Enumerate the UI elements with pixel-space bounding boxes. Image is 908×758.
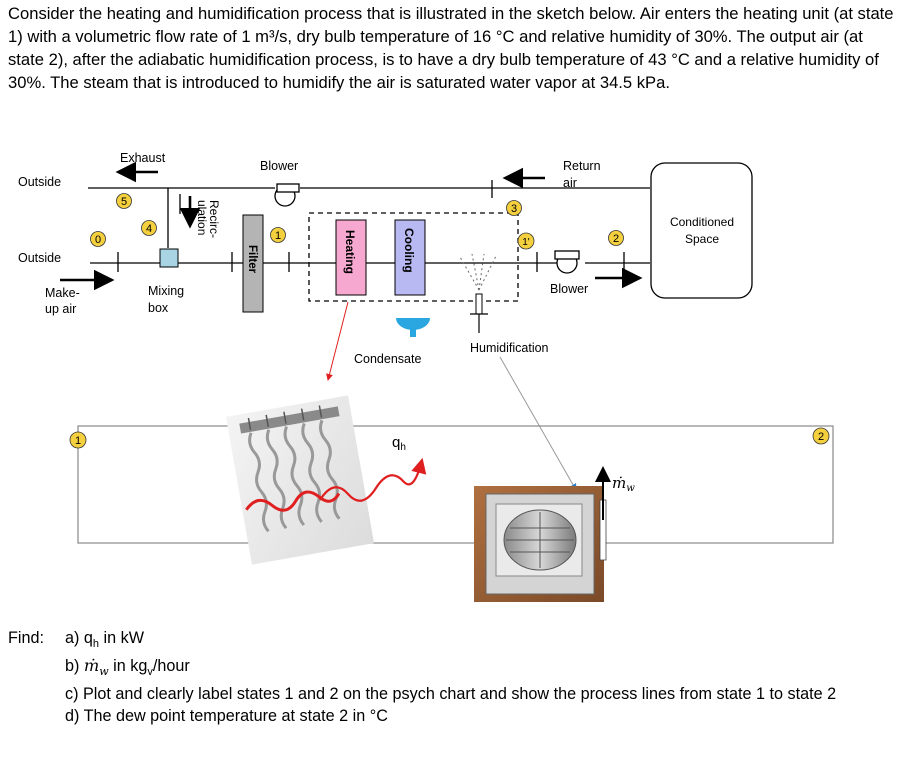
lower-state-2-marker: 2: [818, 431, 824, 443]
hvac-process-diagram: Outside Outside Exhaust Make- up air Mix…: [18, 151, 834, 602]
label-outside-top: Outside: [18, 175, 61, 189]
heating-coil: [335, 219, 367, 296]
label-blower-top: Blower: [260, 159, 298, 173]
problem-statement: Consider the heating and humidification …: [8, 4, 894, 92]
condensate-pan-icon: [396, 318, 430, 337]
blower-top-icon: [274, 183, 300, 207]
cooling-coil: [394, 219, 426, 296]
heating-element-photo: [225, 395, 375, 565]
label-return-line1: Return: [563, 159, 601, 173]
label-recirculation-line1: Recirc-: [207, 200, 221, 238]
label-qh: qh: [392, 434, 406, 453]
label-filter: Filter: [246, 245, 258, 274]
state-marker-4: 4: [146, 223, 152, 235]
label-humidification: Humidification: [470, 341, 549, 355]
label-heating: Heating: [343, 230, 357, 274]
humidifier-photo: [474, 486, 607, 602]
flow-arrows: [60, 161, 643, 291]
label-condensate: Condensate: [354, 352, 421, 366]
find-item-c: c) Plot and clearly label states 1 and 2…: [65, 685, 837, 704]
label-mw: ṁw: [612, 474, 635, 494]
label-mixing-line1: Mixing: [148, 284, 184, 298]
label-recirculation-line2: ulation: [195, 200, 209, 235]
humidifier-pointer-line: [499, 356, 577, 491]
label-conditioned-line2: Space: [685, 232, 719, 246]
label-blower-bottom: Blower: [550, 282, 588, 296]
heating-pointer-line: [326, 301, 349, 381]
label-exhaust: Exhaust: [120, 151, 166, 165]
air-handling-unit-outline: [308, 212, 519, 302]
state-marker-2: 2: [613, 233, 619, 245]
conditioned-space: [650, 162, 753, 299]
label-outside-bottom: Outside: [18, 251, 61, 265]
lower-state-1-marker: 1: [75, 435, 81, 447]
blower-bottom-icon: [554, 250, 580, 274]
heat-input-arrow: [319, 457, 427, 502]
find-item-d: d) The dew point temperature at state 2 …: [65, 707, 388, 726]
state-marker-5: 5: [121, 196, 127, 208]
label-return-line2: air: [563, 176, 577, 190]
steam-spray-icon: [459, 253, 497, 291]
label-makeup-line1: Make-: [45, 286, 80, 300]
find-item-b: b) ṁw in kgv/hour: [65, 656, 190, 679]
label-conditioned-line1: Conditioned: [670, 215, 734, 229]
label-makeup-line2: up air: [45, 302, 76, 316]
find-label: Find:: [8, 629, 44, 647]
label-mixing-line2: box: [148, 301, 169, 315]
filter-element: [242, 214, 264, 313]
state-marker-1: 1: [275, 230, 281, 242]
control-volume-box: [77, 425, 834, 544]
state-marker-3: 3: [511, 203, 517, 215]
state-marker-0: 0: [95, 234, 101, 246]
humidifier-nozzle-icon: [470, 293, 488, 333]
find-item-a: a) qh in kW: [65, 629, 144, 651]
label-cooling: Cooling: [402, 228, 416, 273]
state-marker-1-prime: 1': [522, 237, 530, 248]
find-items: a) qh in kW b) ṁw in kgv/hour c) Plot an…: [65, 627, 903, 727]
mixing-box: [159, 248, 179, 268]
